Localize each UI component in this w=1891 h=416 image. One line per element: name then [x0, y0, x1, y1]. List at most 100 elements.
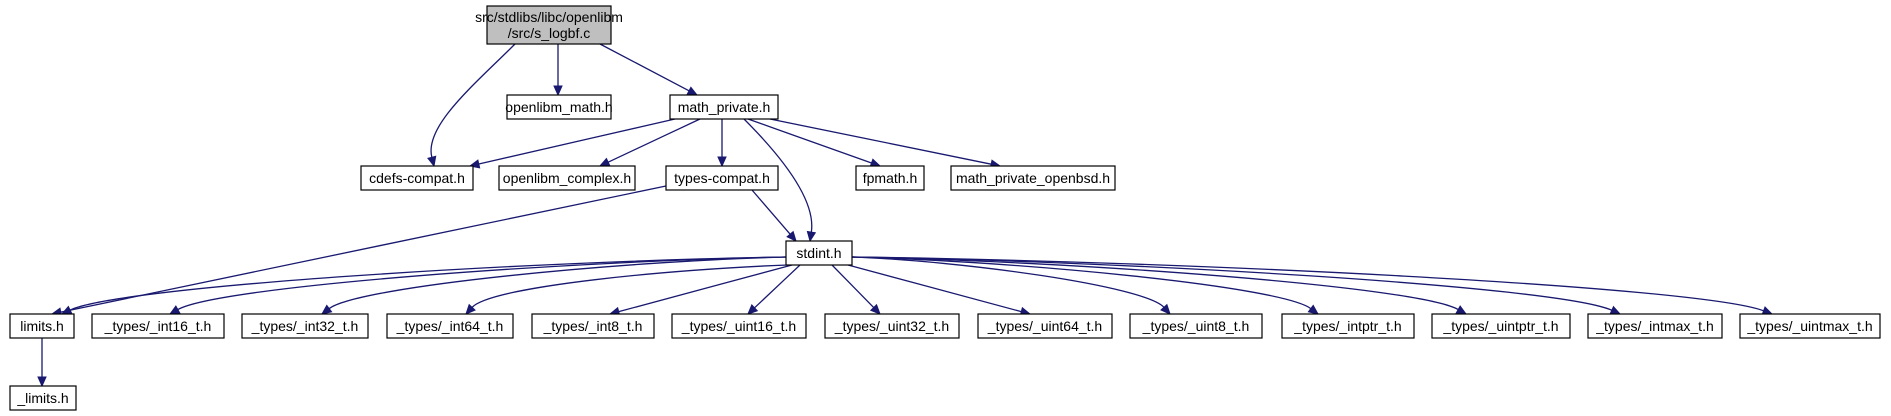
edge-line	[847, 264, 1022, 313]
edge-line	[328, 256, 787, 310]
node-stdint[interactable]: stdint.h	[785, 240, 853, 266]
edge-root-to-cdefs_compat	[427, 43, 516, 168]
node-int64[interactable]: _types/_int64_t.h	[386, 313, 514, 339]
edge-math_private-to-stdint	[743, 118, 817, 243]
node-label: _types/_intmax_t.h	[1595, 318, 1714, 334]
node-label: _types/_uintptr_t.h	[1442, 318, 1558, 334]
node-box	[91, 313, 225, 339]
node-uint8[interactable]: _types/_uint8_t.h	[1129, 313, 1263, 339]
node-box	[950, 165, 1116, 191]
node-box	[486, 5, 612, 45]
edge-stdint-to-int64	[465, 264, 789, 315]
node-box	[1129, 313, 1263, 339]
edge-math_private-to-cdefs_compat	[468, 118, 676, 169]
node-uint32[interactable]: _types/_uint32_t.h	[824, 313, 960, 339]
node-box	[1739, 313, 1881, 339]
edge-limits-to-limits_impl	[37, 338, 47, 388]
node-box	[1587, 313, 1723, 339]
node-root[interactable]: src/stdlibs/libc/openlibm/src/s_logbf.c	[475, 5, 623, 45]
node-box	[9, 313, 75, 339]
node-uintptr[interactable]: _types/_uintptr_t.h	[1431, 313, 1571, 339]
edge-line	[478, 118, 676, 165]
node-label: openlibm_complex.h	[503, 170, 631, 186]
edge-arrowhead	[37, 376, 47, 388]
node-math-private-openbsd[interactable]: math_private_openbsd.h	[950, 165, 1116, 191]
node-box	[855, 165, 925, 191]
edge-types_compat-to-limits	[50, 185, 667, 317]
graph-nodes: src/stdlibs/libc/openlibm/src/s_logbf.co…	[9, 5, 1881, 411]
edge-line	[618, 264, 793, 313]
node-box	[531, 313, 655, 339]
edge-arrowhead	[786, 230, 797, 242]
edge-line	[743, 118, 813, 233]
node-intptr[interactable]: _types/_intptr_t.h	[1281, 313, 1415, 339]
node-label: _types/_int64_t.h	[396, 318, 504, 334]
node-label: _types/_intptr_t.h	[1293, 318, 1401, 334]
node-label: _limits.h	[16, 390, 68, 406]
node-types-compat[interactable]: types-compat.h	[665, 165, 779, 191]
edge-line	[831, 264, 875, 309]
edge-line	[747, 118, 872, 164]
edge-arrowhead	[1160, 303, 1171, 315]
node-label: math_private.h	[678, 99, 771, 115]
node-openlibm-math[interactable]: openlibm_math.h	[505, 94, 613, 120]
node-box	[671, 313, 807, 339]
node-label: fpmath.h	[863, 170, 917, 186]
node-intmax[interactable]: _types/_intmax_t.h	[1587, 313, 1723, 339]
edge-stdint-to-int32	[321, 256, 787, 315]
edge-arrowhead	[60, 305, 73, 315]
node-label: cdefs-compat.h	[369, 170, 465, 186]
node-cdefs-compat[interactable]: cdefs-compat.h	[360, 165, 474, 191]
edge-line	[769, 118, 992, 165]
node-label: /src/s_logbf.c	[508, 25, 590, 41]
node-box	[506, 94, 612, 120]
edge-arrowhead	[747, 304, 759, 315]
node-box	[1431, 313, 1571, 339]
edge-stdint-to-int16	[168, 256, 787, 315]
edge-line	[607, 118, 701, 163]
node-uint64[interactable]: _types/_uint64_t.h	[977, 313, 1113, 339]
edge-root-to-math_private	[599, 43, 699, 96]
node-label: _types/_uint8_t.h	[1142, 318, 1250, 334]
edge-arrowhead	[321, 304, 333, 315]
node-label: _types/_uint32_t.h	[834, 318, 949, 334]
node-label: limits.h	[20, 318, 64, 334]
node-box	[785, 240, 853, 266]
node-int32[interactable]: _types/_int32_t.h	[241, 313, 369, 339]
node-limits[interactable]: limits.h	[9, 313, 75, 339]
edge-stdint-to-uint8	[851, 256, 1171, 315]
node-limits-impl[interactable]: _limits.h	[9, 385, 77, 411]
node-uintmax[interactable]: _types/_uintmax_t.h	[1739, 313, 1881, 339]
edge-math_private-to-math_private_openbsd	[769, 118, 1002, 169]
edge-math_private-to-openlibm_complex	[598, 118, 701, 167]
edge-math_private-to-fpmath	[747, 118, 882, 168]
node-box	[498, 165, 636, 191]
node-label: math_private_openbsd.h	[956, 170, 1110, 186]
node-fpmath[interactable]: fpmath.h	[855, 165, 925, 191]
node-box	[665, 165, 779, 191]
edge-arrowhead	[1307, 304, 1319, 315]
edge-line	[851, 256, 1613, 311]
node-int8[interactable]: _types/_int8_t.h	[531, 313, 655, 339]
edge-arrowhead	[465, 303, 476, 315]
edge-arrowhead	[869, 303, 881, 315]
edge-line	[177, 256, 787, 311]
edge-stdint-to-uintmax	[851, 256, 1774, 316]
node-box	[1281, 313, 1415, 339]
graph-edges	[37, 43, 1774, 388]
node-uint16[interactable]: _types/_uint16_t.h	[671, 313, 807, 339]
node-label: _types/_int32_t.h	[251, 318, 359, 334]
node-box	[360, 165, 474, 191]
node-box	[241, 313, 369, 339]
edge-stdint-to-uintptr	[851, 256, 1468, 315]
edge-arrowhead	[717, 156, 727, 168]
edge-stdint-to-int8	[608, 264, 793, 317]
edge-arrowhead	[806, 230, 817, 243]
node-box	[386, 313, 514, 339]
edge-arrowhead	[1455, 305, 1468, 315]
node-openlibm-complex[interactable]: openlibm_complex.h	[498, 165, 636, 191]
node-int16[interactable]: _types/_int16_t.h	[91, 313, 225, 339]
node-math-private[interactable]: math_private.h	[669, 94, 779, 120]
node-box	[9, 385, 77, 411]
